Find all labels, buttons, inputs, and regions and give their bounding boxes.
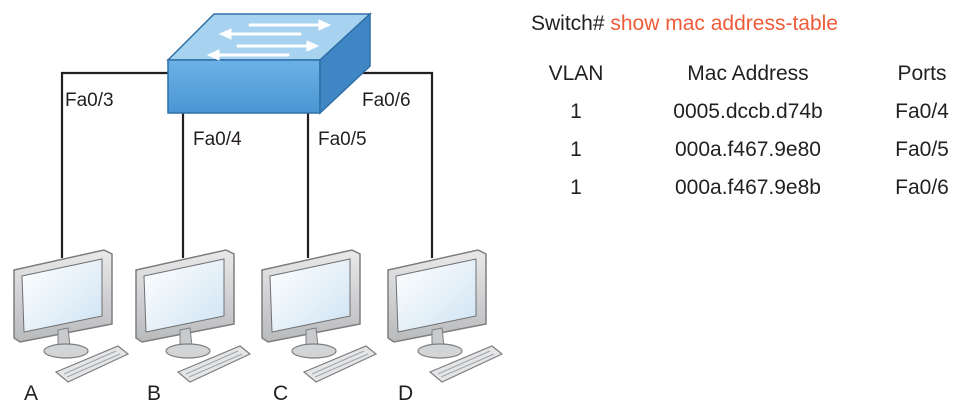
table-row: 1 000a.f467.9e80 Fa0/5 <box>531 138 961 176</box>
header-mac-address: Mac Address <box>687 62 809 85</box>
pc-icon-a <box>13 249 129 383</box>
row-port: Fa0/5 <box>895 138 949 161</box>
table-row: 1 000a.f467.9e8b Fa0/6 <box>531 176 961 214</box>
row-port: Fa0/4 <box>895 100 949 123</box>
row-mac-address: 000a.f467.9e80 <box>675 138 821 161</box>
port-label-fa0-6: Fa0/6 <box>362 90 411 111</box>
header-ports: Ports <box>897 62 947 85</box>
table-header: VLAN Mac Address Ports <box>531 62 961 100</box>
pc-icon-d <box>387 249 503 383</box>
cli-output: Switch# show mac address-table VLAN Mac … <box>531 12 961 199</box>
cli-prompt: Switch# <box>531 12 605 35</box>
pc-icon-b <box>135 249 251 383</box>
host-label-d: D <box>398 382 413 405</box>
switch-icon <box>166 12 372 115</box>
command-line: Switch# show mac address-table <box>531 12 961 42</box>
network-topology: Fa0/3 Fa0/4 Fa0/5 Fa0/6 A B C D <box>13 12 503 405</box>
cli-command: show mac address-table <box>610 12 838 35</box>
cable-fa0-3 <box>60 71 168 258</box>
header-vlan: VLAN <box>548 62 604 85</box>
host-label-b: B <box>147 382 161 405</box>
row-vlan: 1 <box>570 138 582 161</box>
pc-icon-c <box>261 249 377 383</box>
port-label-fa0-5: Fa0/5 <box>318 129 367 150</box>
row-mac-address: 0005.dccb.d74b <box>673 100 823 123</box>
row-mac-address: 000a.f467.9e8b <box>675 176 821 199</box>
row-vlan: 1 <box>570 100 582 123</box>
cable-fa0-6 <box>358 71 434 258</box>
port-label-fa0-3: Fa0/3 <box>65 90 114 111</box>
port-label-fa0-4: Fa0/4 <box>193 129 242 150</box>
host-label-a: A <box>24 382 38 405</box>
host-label-c: C <box>273 382 288 405</box>
mac-address-table: VLAN Mac Address Ports 1 0005.dccb.d74b … <box>531 62 961 214</box>
table-row: 1 0005.dccb.d74b Fa0/4 <box>531 100 961 138</box>
row-port: Fa0/6 <box>895 176 949 199</box>
row-vlan: 1 <box>570 176 582 199</box>
